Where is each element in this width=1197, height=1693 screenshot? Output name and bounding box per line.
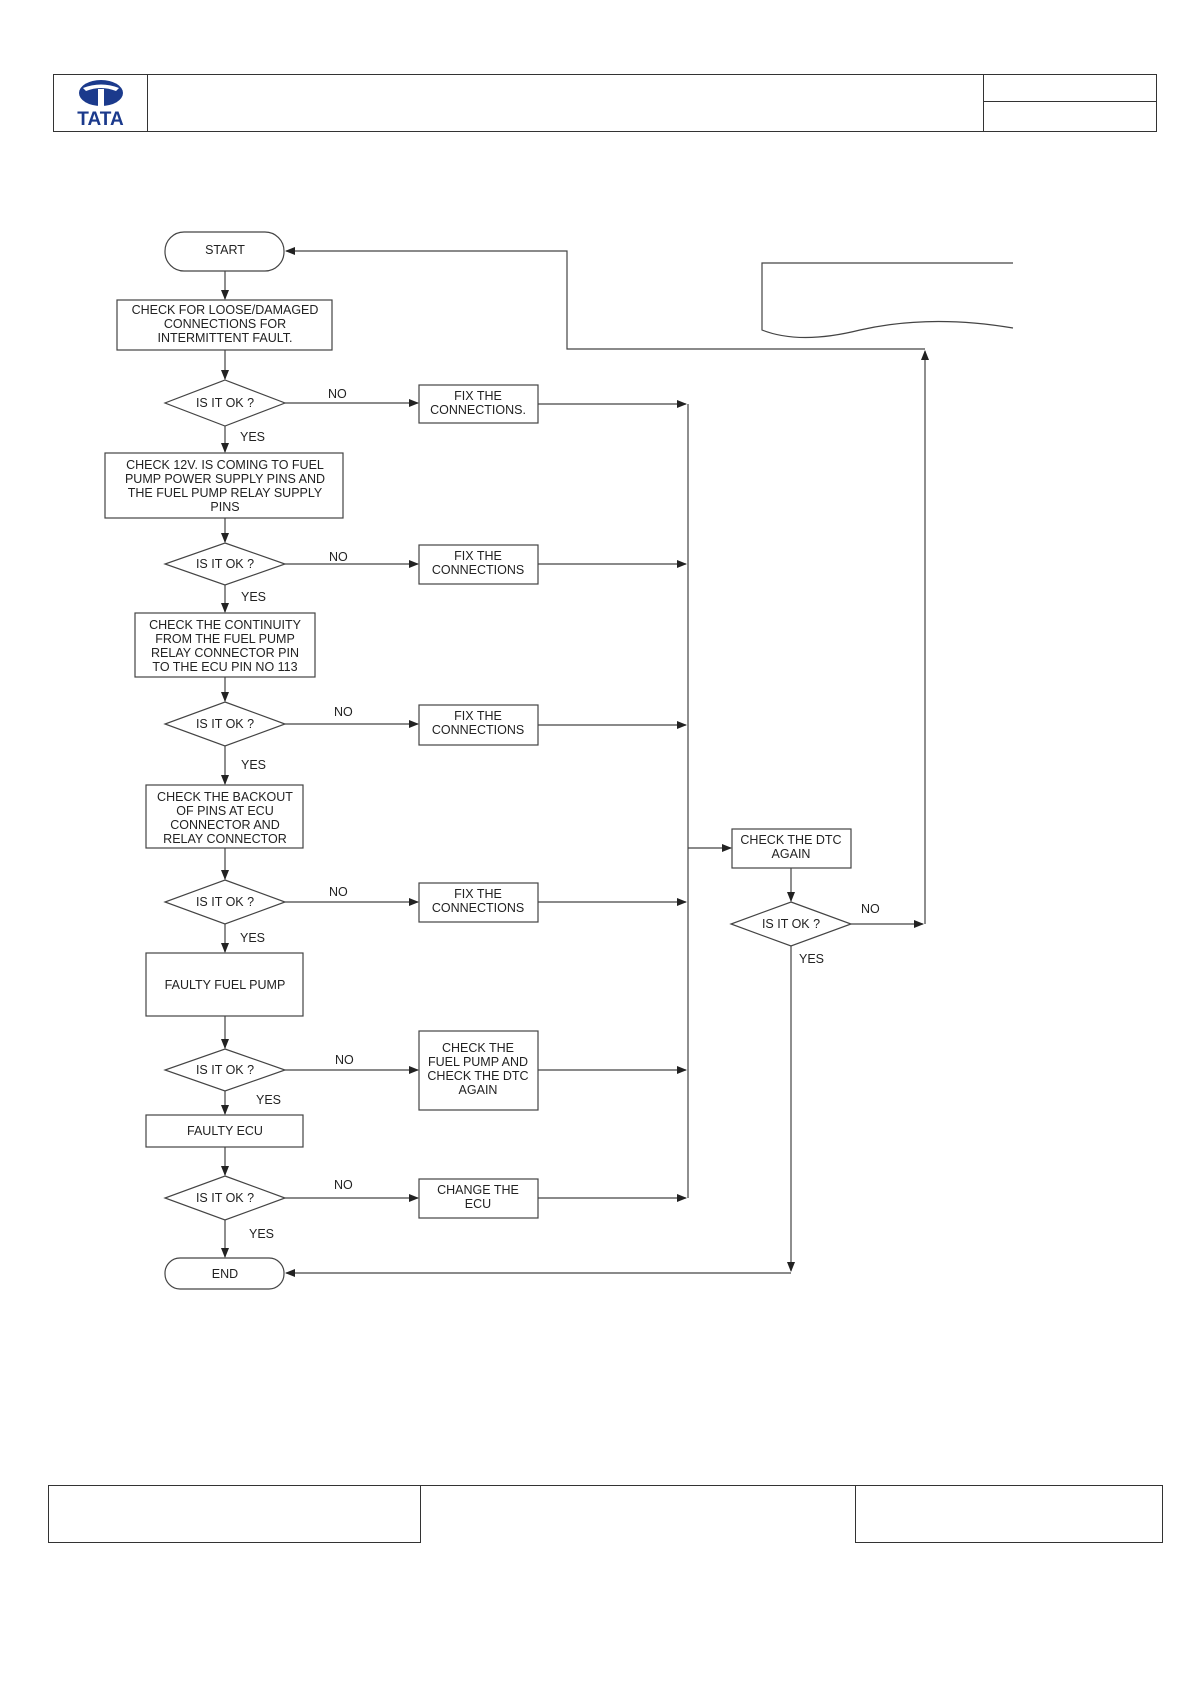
fix-2-line-1: FIX THE (454, 549, 502, 563)
step-2-line-2: PUMP POWER SUPPLY PINS AND (125, 472, 325, 486)
step-box-2 (104, 452, 344, 519)
fix-2-line-2: CONNECTIONS (432, 563, 524, 577)
header-divider (984, 101, 1156, 102)
fix-box-5 (418, 1030, 539, 1111)
connector (285, 247, 925, 350)
no-label-3: NO (334, 705, 353, 719)
fix-5-line-3: CHECK THE DTC (427, 1069, 528, 1083)
fix-box-3 (418, 704, 539, 746)
step-1-line-1: CHECK FOR LOOSE/DAMAGED (132, 303, 319, 317)
fix-1-line-1: FIX THE (454, 389, 502, 403)
step-3-line-4: TO THE ECU PIN NO 113 (152, 660, 297, 674)
end-label: END (212, 1267, 238, 1281)
step-1-line-2: CONNECTIONS FOR (164, 317, 286, 331)
step-4-line-4: RELAY CONNECTOR (163, 832, 287, 846)
start-label: START (205, 243, 245, 257)
step-2-line-3: THE FUEL PUMP RELAY SUPPLY (128, 486, 323, 500)
fix-box-4 (418, 882, 539, 923)
tata-logo-icon (79, 80, 123, 106)
footer-divider (421, 1485, 855, 1486)
decision-label-4: IS IT OK ? (196, 895, 254, 909)
fix-3-line-2: CONNECTIONS (432, 723, 524, 737)
no-label-dtc: NO (861, 902, 880, 916)
footer-right-box (855, 1485, 1163, 1543)
step-4-line-3: CONNECTOR AND (170, 818, 280, 832)
step-1-line-3: INTERMITTENT FAULT. (158, 331, 293, 345)
header-info-cell (983, 75, 1156, 131)
fix-6-line-2: ECU (465, 1197, 491, 1211)
step-6-line-1: FAULTY ECU (187, 1124, 263, 1138)
step-box-5 (145, 952, 304, 1017)
step-2-line-4: PINS (210, 500, 239, 514)
fix-3-line-1: FIX THE (454, 709, 502, 723)
decision-label-5: IS IT OK ? (196, 1063, 254, 1077)
step-3-line-3: RELAY CONNECTOR PIN (151, 646, 299, 660)
no-label-6: NO (334, 1178, 353, 1192)
decision-label-dtc: IS IT OK ? (762, 917, 820, 931)
fix-4-line-2: CONNECTIONS (432, 901, 524, 915)
yes-label-1: YES (240, 430, 265, 444)
no-label-5: NO (335, 1053, 354, 1067)
yes-label-2: YES (241, 590, 266, 604)
fix-5-line-4: AGAIN (459, 1083, 498, 1097)
fix-box-1 (418, 384, 539, 424)
fix-6-line-1: CHANGE THE (437, 1183, 519, 1197)
fix-1-line-2: CONNECTIONS. (430, 403, 526, 417)
no-label-4: NO (329, 885, 348, 899)
step-box-1 (116, 299, 333, 351)
fix-5-line-1: CHECK THE (442, 1041, 514, 1055)
yes-label-3: YES (241, 758, 266, 772)
fix-5-line-2: FUEL PUMP AND (428, 1055, 528, 1069)
fix-4-line-1: FIX THE (454, 887, 502, 901)
decision-label-1: IS IT OK ? (196, 396, 254, 410)
dtc-check-box (731, 828, 852, 869)
decision-label-6: IS IT OK ? (196, 1191, 254, 1205)
no-label-2: NO (329, 550, 348, 564)
yes-label-dtc: YES (799, 952, 824, 966)
step-2-line-1: CHECK 12V. IS COMING TO FUEL (126, 458, 324, 472)
step-box-3 (134, 612, 316, 678)
yes-label-6: YES (249, 1227, 274, 1241)
logo-text: TATA (77, 109, 124, 130)
dtc-line-1: CHECK THE DTC (740, 833, 841, 847)
dtc-line-2: AGAIN (772, 847, 811, 861)
footer-left-box (48, 1485, 421, 1543)
step-4-line-2: OF PINS AT ECU (176, 804, 273, 818)
decision-label-3: IS IT OK ? (196, 717, 254, 731)
no-label-1: NO (328, 387, 347, 401)
step-4-line-1: CHECK THE BACKOUT (157, 790, 293, 804)
end-terminal (164, 1257, 285, 1290)
yes-label-4: YES (240, 931, 265, 945)
logo-cell: TATA (54, 75, 148, 131)
step-3-line-2: FROM THE FUEL PUMP (155, 632, 295, 646)
page-header: TATA (53, 74, 1157, 132)
step-3-line-1: CHECK THE CONTINUITY (149, 618, 302, 632)
step-5-line-1: FAULTY FUEL PUMP (165, 978, 286, 992)
yes-label-5: YES (256, 1093, 281, 1107)
decision-label-2: IS IT OK ? (196, 557, 254, 571)
note-outline (761, 262, 1014, 339)
